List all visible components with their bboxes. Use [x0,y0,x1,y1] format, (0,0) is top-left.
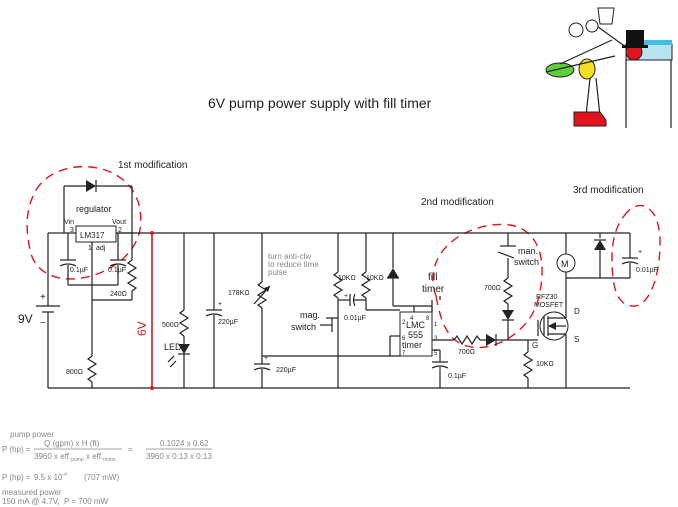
svg-text:fill: fill [428,272,437,283]
svg-text:−: − [40,318,46,329]
svg-text:LM317: LM317 [80,231,105,240]
svg-text:700Ω: 700Ω [458,349,475,356]
svg-text:timer: timer [402,340,422,350]
diagram-title: 6V pump power supply with fill timer [208,95,432,111]
svg-text:3960 x eff.pump x eff.motor: 3960 x eff.pump x eff.motor [34,452,116,463]
svg-text:10KΩ: 10KΩ [338,275,356,282]
cartoon-illustration [545,7,673,128]
svg-text:timer: timer [422,284,445,295]
svg-text:4: 4 [410,316,414,322]
svg-text:220µF: 220µF [218,319,238,326]
svg-text:P (hp) =: P (hp) = [2,445,31,454]
svg-text:3960 x 0.13 x 0.13: 3960 x 0.13 x 0.13 [146,452,212,461]
led-branch: 500Ω LED [162,233,190,388]
svg-text:555: 555 [408,330,423,340]
svg-text:Vout: Vout [112,219,126,226]
svg-text:RFZ30: RFZ30 [536,294,558,301]
mod-ring-1 [26,165,142,280]
svg-text:9V: 9V [18,312,33,326]
mod-ring-2 [432,223,543,349]
svg-text:MOSFET: MOSFET [534,302,564,309]
timer-555: LMC 555 timer 4 8 2 6 7 1 3 5 0.1µF fill… [366,272,466,388]
svg-text:to reduce time: to reduce time [268,260,319,269]
svg-text:0.1µF: 0.1µF [448,373,466,380]
battery: 9V + − [18,233,60,388]
svg-text:1: 1 [434,322,438,328]
regulator: regulator LM317 Vin Vout 3 2 1 adj 0.1µF… [59,180,138,388]
svg-text:8: 8 [426,316,430,322]
svg-text:240Ω: 240Ω [110,291,127,298]
svg-text:3: 3 [70,227,74,234]
mod-ring-3 [611,205,661,307]
svg-text:178KΩ: 178KΩ [228,290,250,297]
svg-text:5: 5 [434,351,438,357]
svg-text:0.01µF: 0.01µF [636,267,658,274]
svg-text:pump power: pump power [10,430,54,439]
svg-text:+: + [638,249,642,256]
svg-text:Vin: Vin [64,219,74,226]
mod-label-1: 1st modification [118,160,187,171]
six-volt-label: 6V [135,321,149,336]
svg-text:man.: man. [518,246,538,256]
svg-text:Q (gpm) x H (ft): Q (gpm) x H (ft) [44,439,100,448]
svg-text:P (hp) =: P (hp) = [2,473,31,482]
svg-text:10KΩ: 10KΩ [536,361,554,368]
svg-text:0.01µF: 0.01µF [344,315,366,322]
svg-text:0.1µF: 0.1µF [70,267,88,274]
power-notes: pump power P (hp) = Q (gpm) x H (ft) 396… [2,430,212,506]
svg-text:M: M [561,259,569,269]
svg-text:pulse: pulse [268,268,288,277]
svg-text:9.5 x 10-4: 9.5 x 10-4 [34,472,67,482]
svg-text:mag.: mag. [300,310,320,320]
svg-text:switch: switch [291,322,316,332]
svg-text:+: + [344,293,348,300]
svg-text:0.1µF: 0.1µF [108,267,126,274]
svg-text:D: D [574,307,580,316]
svg-text:+: + [40,292,46,303]
svg-text:P = 700 mW: P = 700 mW [64,497,109,506]
svg-text:adj: adj [96,245,106,252]
svg-text:G: G [532,341,538,350]
timing-network: + 178KΩ turn anti-clw to reduce time pul… [228,233,400,388]
svg-text:6: 6 [402,336,406,342]
svg-text:7: 7 [402,351,406,357]
svg-text:LMC: LMC [406,320,426,330]
svg-text:+: + [218,301,222,308]
svg-text:2: 2 [402,320,406,326]
svg-text:(707 mW): (707 mW) [84,473,119,482]
svg-text:2: 2 [118,227,122,234]
svg-text:10KΩ: 10KΩ [366,275,384,282]
svg-text:150 mA @ 4.7V,: 150 mA @ 4.7V, [2,497,60,506]
svg-text:0.1024 x 0.62: 0.1024 x 0.62 [160,439,209,448]
svg-text:500Ω: 500Ω [162,322,179,329]
svg-text:700Ω: 700Ω [484,285,501,292]
mod-label-2: 2nd modification [421,197,494,208]
svg-text:LED: LED [164,342,182,352]
svg-text:800Ω: 800Ω [66,369,83,376]
trigger-network: 10KΩ 10KΩ + 0.01µF mag. switch [291,233,399,388]
svg-text:220µF: 220µF [276,367,296,374]
output-stage: 700Ω man. switch 700Ω G 10KΩ [432,233,658,388]
bulk-capacitor: + 220µF [205,233,238,388]
svg-text:switch: switch [514,257,539,267]
svg-text:3: 3 [434,336,438,342]
svg-text:measured power: measured power [2,488,62,497]
svg-text:turn anti-clw: turn anti-clw [268,252,311,261]
svg-text:1: 1 [88,245,92,252]
svg-text:regulator: regulator [76,204,112,214]
mod-label-3: 3rd modification [573,185,644,196]
svg-text:+: + [264,355,268,362]
svg-text:=: = [128,445,133,454]
svg-text:S: S [574,335,579,344]
